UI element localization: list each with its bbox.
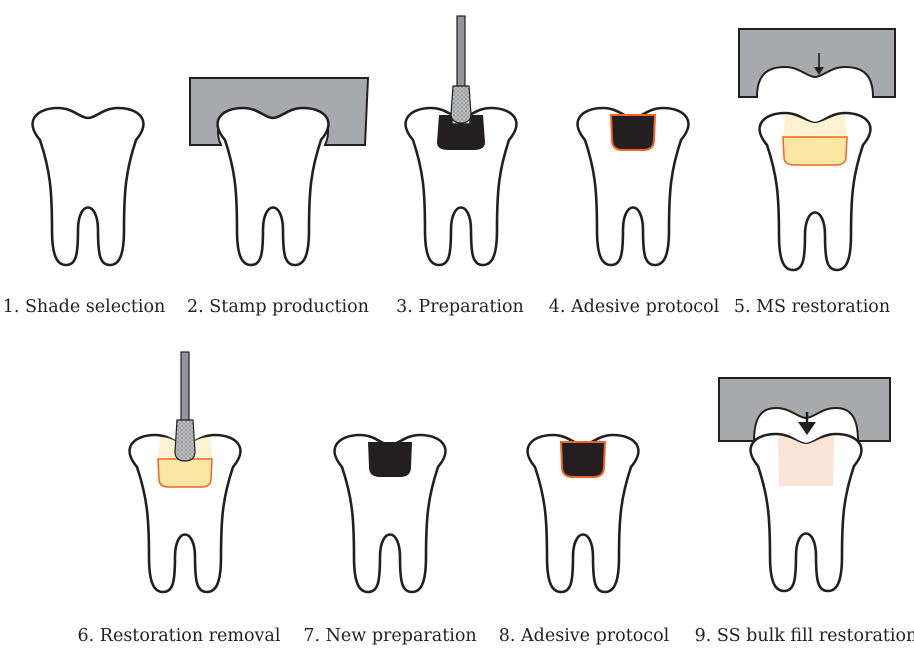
cavity-8	[561, 442, 605, 477]
step-7-new-preparation	[335, 435, 446, 592]
tooth-1	[33, 108, 144, 265]
stamp-5	[739, 29, 895, 97]
step-2-stamp-production	[190, 78, 368, 265]
bur-shank-6	[181, 352, 189, 422]
caption-step-4: 4. Adesive protocol	[549, 297, 720, 317]
bur-head-6	[175, 420, 195, 461]
caption-step-5: 5. MS restoration	[734, 297, 890, 317]
caption-step-7: 7. New preparation	[303, 626, 476, 646]
composite-upper-5	[783, 115, 847, 137]
step-1-shade-selection	[33, 108, 144, 265]
step-8-adhesive-protocol	[528, 435, 639, 592]
step-6-restoration-removal	[130, 352, 241, 592]
bur-shank-3	[457, 16, 465, 88]
caption-step-9: 9. SS bulk fill restoration	[695, 626, 914, 646]
step-3-preparation	[406, 16, 517, 265]
step-5-ms-restoration	[739, 29, 895, 270]
caption-step-2: 2. Stamp production	[187, 297, 369, 317]
caption-step-3: 3. Preparation	[396, 297, 524, 317]
composite-lower-5	[783, 137, 847, 165]
caption-step-6: 6. Restoration removal	[78, 626, 281, 646]
arrow-head-9	[798, 422, 816, 435]
composite-lower-6	[158, 459, 212, 487]
step-4-adhesive-protocol	[578, 108, 689, 265]
cavity-7	[368, 442, 412, 477]
stamp-9	[719, 378, 890, 441]
step-9-ss-bulk-fill-restoration	[719, 378, 890, 591]
caption-step-1: 1. Shade selection	[3, 297, 166, 317]
caption-step-8: 8. Adesive protocol	[499, 626, 670, 646]
cavity-4	[611, 115, 655, 150]
bur-head-3	[451, 86, 471, 123]
tooth-2	[218, 108, 329, 265]
